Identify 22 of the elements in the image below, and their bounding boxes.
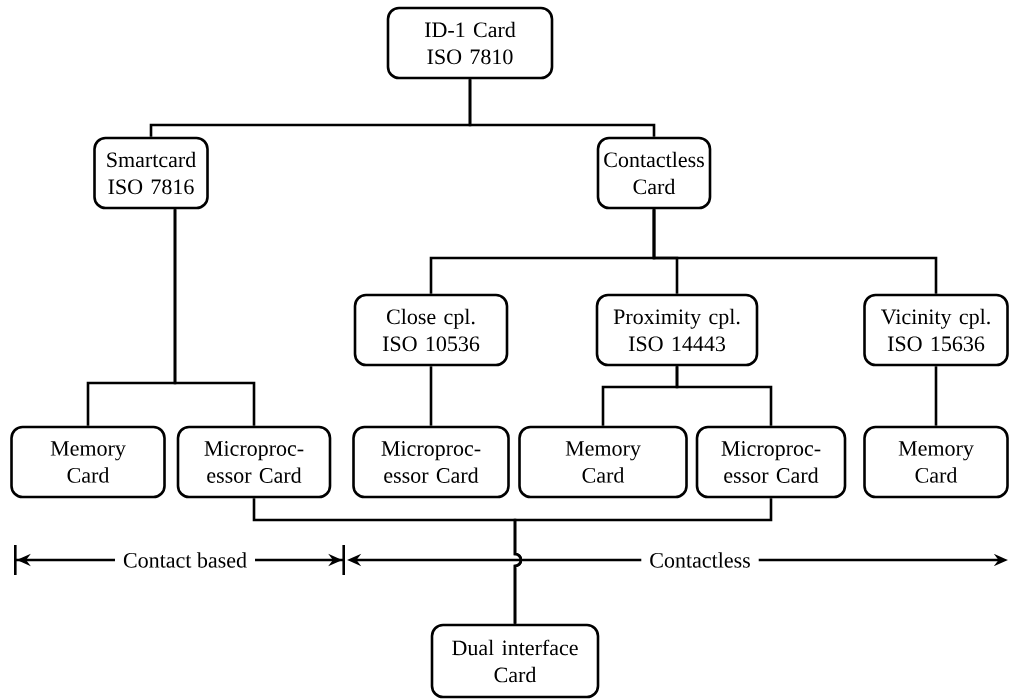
- card-box: ID-1 Card ISO 7810: [386, 6, 554, 80]
- card-box: Contactless Card: [596, 136, 712, 210]
- connector-line: [675, 366, 773, 426]
- dimension-label: Contact based: [115, 544, 255, 576]
- connector-line: [934, 366, 938, 426]
- connector-line: [173, 209, 256, 426]
- card-box: Memory Card: [863, 425, 1009, 499]
- connector-line: [429, 366, 433, 426]
- card-box: Memory Card: [518, 425, 688, 499]
- card-box: Microproc- essor Card: [695, 425, 847, 499]
- connector-line: [513, 498, 773, 624]
- connector-line: [652, 209, 938, 294]
- card-box: Smartcard ISO 7816: [93, 136, 209, 210]
- card-box: Microproc- essor Card: [352, 425, 510, 499]
- dimension-label: Contactless: [641, 544, 759, 576]
- card-box: Memory Card: [10, 425, 166, 499]
- card-box: Dual interface Card: [430, 623, 600, 699]
- card-box: Proximity cpl. ISO 14443: [595, 293, 759, 367]
- connector-line: [468, 79, 656, 137]
- card-box: Microproc- essor Card: [176, 425, 332, 499]
- card-box: Vicinity cpl. ISO 15636: [863, 293, 1009, 367]
- card-box: Close cpl. ISO 10536: [353, 293, 509, 367]
